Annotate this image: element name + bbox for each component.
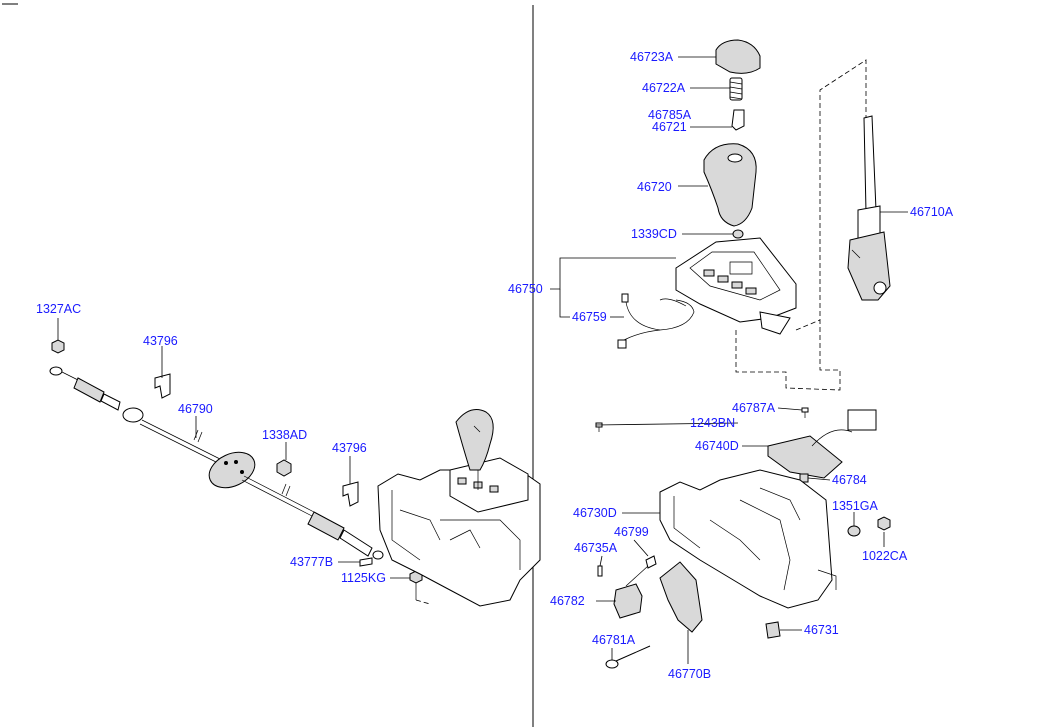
label-43796-a: 43796 bbox=[143, 334, 178, 348]
bushing-46731 bbox=[765, 621, 781, 639]
nut-1022ca bbox=[877, 516, 891, 531]
label-43777b: 43777B bbox=[290, 555, 333, 569]
label-43796-b: 43796 bbox=[332, 441, 367, 455]
wiring-46759 bbox=[617, 293, 695, 349]
washer-1351ga bbox=[847, 525, 861, 537]
label-1327ac: 1327AC bbox=[36, 302, 81, 316]
label-1338ad: 1338AD bbox=[262, 428, 307, 442]
label-46722a: 46722A bbox=[642, 81, 686, 95]
bracket-46782 bbox=[613, 583, 643, 619]
label-1022ca: 1022CA bbox=[862, 549, 908, 563]
label-46720: 46720 bbox=[637, 180, 672, 194]
washer-1339cd bbox=[732, 229, 744, 239]
lever-46770b bbox=[659, 561, 703, 633]
left-assembly bbox=[49, 339, 541, 607]
part-labels: 1327AC 43796 46790 1338AD 43796 43777B 1… bbox=[36, 50, 954, 681]
label-46740d: 46740D bbox=[695, 439, 739, 453]
label-46799: 46799 bbox=[614, 525, 649, 539]
leader-lines bbox=[57, 56, 908, 664]
label-46790: 46790 bbox=[178, 402, 213, 416]
right-upper-assembly bbox=[617, 39, 891, 391]
shift-lever-46710a bbox=[847, 115, 891, 301]
label-46723a: 46723A bbox=[630, 50, 674, 64]
label-46785a: 46785A bbox=[648, 108, 692, 122]
shift-cable-46790 bbox=[49, 366, 384, 560]
clip-43796-a bbox=[154, 373, 171, 399]
pin-46781a bbox=[605, 645, 651, 669]
label-46731: 46731 bbox=[804, 623, 839, 637]
button-46721 bbox=[731, 109, 745, 131]
nut-1338ad bbox=[276, 459, 292, 477]
cable-46799 bbox=[625, 555, 657, 587]
label-46721: 46721 bbox=[652, 120, 687, 134]
assembly-guide-dashed bbox=[735, 59, 867, 391]
indicator-panel-46750 bbox=[675, 237, 797, 335]
label-46770b: 46770B bbox=[668, 667, 711, 681]
sensor-46740d bbox=[767, 409, 877, 479]
knob-46720 bbox=[703, 143, 757, 227]
knob-cap-46723a bbox=[715, 39, 761, 74]
label-46710a: 46710A bbox=[910, 205, 954, 219]
label-46784: 46784 bbox=[832, 473, 867, 487]
label-46730d: 46730D bbox=[573, 506, 617, 520]
pin-46735a bbox=[597, 565, 603, 577]
label-46735a: 46735A bbox=[574, 541, 618, 555]
label-1351ga: 1351GA bbox=[832, 499, 879, 513]
right-lower-assembly bbox=[595, 407, 891, 669]
housing-46730d bbox=[659, 469, 837, 609]
shifter-assembly-left bbox=[377, 409, 541, 607]
label-46782: 46782 bbox=[550, 594, 585, 608]
pin-43777b bbox=[359, 557, 373, 567]
clip-43796-b bbox=[342, 481, 359, 507]
label-1243bn: 1243BN bbox=[690, 416, 735, 430]
label-46781a: 46781A bbox=[592, 633, 636, 647]
label-46787a: 46787A bbox=[732, 401, 776, 415]
screw-46787a bbox=[801, 407, 809, 418]
label-46759: 46759 bbox=[572, 310, 607, 324]
spring-46722a bbox=[729, 77, 743, 101]
screw-1243bn bbox=[595, 422, 603, 432]
label-1339cd: 1339CD bbox=[631, 227, 677, 241]
label-1125kg: 1125KG bbox=[341, 571, 386, 585]
label-46750: 46750 bbox=[508, 282, 543, 296]
nut-1327ac bbox=[51, 339, 65, 354]
